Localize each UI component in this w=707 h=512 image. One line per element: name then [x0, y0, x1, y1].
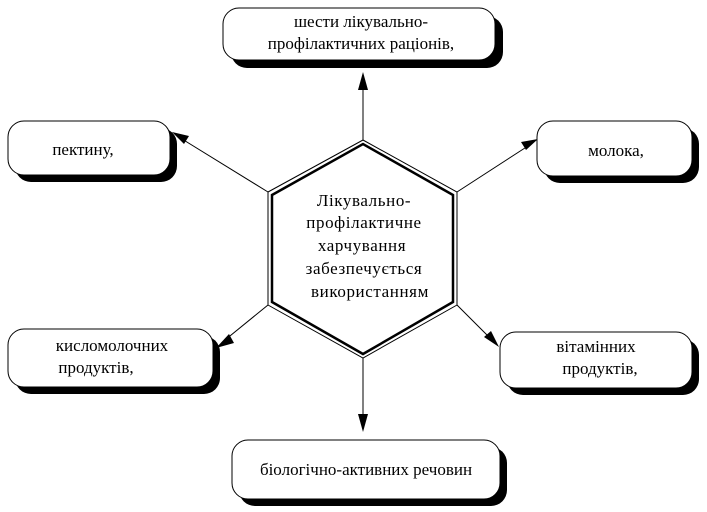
connector-upper-right — [456, 145, 529, 193]
center-line-2: профілактичне — [306, 213, 421, 232]
node-upper-right-face — [536, 120, 693, 177]
center-hexagon: Лікувально- профілактичне харчування заб… — [267, 139, 458, 359]
connector-lower-right — [456, 304, 491, 339]
arrowhead-upper-right — [521, 139, 538, 150]
center-line-4: забезпечується — [306, 259, 423, 278]
node-lower-left-line-1: кисломолочних — [56, 336, 169, 355]
node-upper-right-line-1: молока, — [588, 141, 644, 160]
node-upper-left-face — [7, 120, 171, 176]
node-top: шести лікувально- профілактичних раціоні… — [222, 7, 503, 68]
arrowhead-bottom — [358, 414, 368, 432]
center-line-1: Лікувально- — [317, 191, 411, 210]
arrowhead-upper-left — [172, 132, 189, 144]
center-line-3: харчування — [318, 236, 406, 255]
node-bottom-face — [231, 439, 501, 500]
node-lower-left-line-2: продуктів, — [58, 358, 133, 377]
node-lower-left: кисломолочних продуктів, — [7, 328, 220, 394]
arrowhead-lower-right — [484, 331, 499, 347]
node-lower-right-line-1: вітамінних — [556, 337, 636, 356]
node-top-face — [222, 7, 496, 61]
node-lower-left-face — [7, 328, 214, 388]
node-upper-left: пектину, — [7, 120, 177, 182]
node-bottom: біологічно-активних речовин — [231, 439, 507, 506]
center-line-5: використанням — [311, 282, 429, 301]
connector-lower-left — [224, 304, 269, 341]
node-bottom-line-1: біологічно-активних речовин — [260, 460, 472, 479]
connectors — [172, 72, 538, 432]
node-lower-right-face — [499, 331, 693, 389]
node-lower-right: вітамінних продуктів, — [499, 331, 699, 395]
node-upper-right: молока, — [536, 120, 699, 183]
node-top-line-2: профілактичних раціонів, — [268, 34, 454, 53]
connector-upper-left — [181, 138, 269, 193]
arrowhead-lower-left — [216, 334, 234, 348]
center-hexagon-inner — [270, 142, 455, 356]
node-top-line-1: шести лікувально- — [294, 12, 428, 31]
node-upper-left-line-1: пектину, — [52, 140, 113, 159]
arrowhead-top — [358, 72, 368, 90]
node-lower-right-line-2: продуктів, — [562, 359, 637, 378]
